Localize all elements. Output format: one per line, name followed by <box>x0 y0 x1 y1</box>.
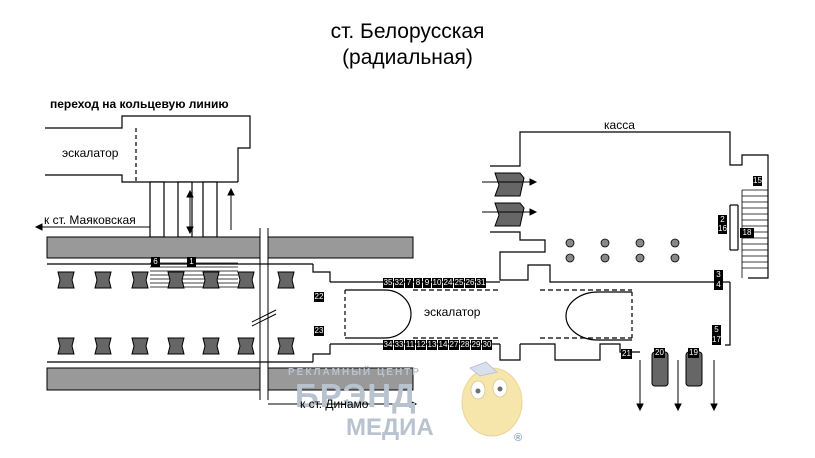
vestibule-columns <box>565 238 680 263</box>
transfer-corridors <box>149 181 218 238</box>
platform-columns-lower <box>57 337 295 355</box>
track-platform-left <box>46 228 414 400</box>
exit-number: 10 <box>432 278 442 288</box>
platform-column <box>131 337 149 355</box>
exit-number: 33 <box>394 340 404 350</box>
exit-number: 5 <box>712 325 721 335</box>
exit-number: 20 <box>654 348 665 358</box>
platform-column <box>131 271 149 289</box>
station-title: ст. Белорусская <box>330 20 485 43</box>
station-subtitle: (радиальная) <box>342 46 473 69</box>
exit-number: 27 <box>449 340 459 350</box>
exit-number: 7 <box>405 278 413 288</box>
exit-number: 17 <box>712 335 721 345</box>
platform-column <box>57 271 75 289</box>
entry-cars <box>494 172 703 387</box>
exit-number: 28 <box>460 340 470 350</box>
platform-column <box>57 337 75 355</box>
entry-arrows <box>482 178 718 412</box>
exit-number: 1 <box>187 257 196 267</box>
exit-number: 2 <box>718 215 727 225</box>
dinamo-arrow <box>268 400 418 408</box>
vestibule-walls <box>490 131 769 361</box>
exit-number: 35 <box>383 278 393 288</box>
platform-column <box>202 271 220 289</box>
stair-hatching <box>150 262 238 288</box>
mayakovskaya-label: к ст. Маяковская <box>44 213 136 227</box>
platform-column <box>277 337 295 355</box>
exit-number: 25 <box>454 278 464 288</box>
platform-column <box>202 337 220 355</box>
exit-number: 12 <box>416 340 426 350</box>
exit-number: 31 <box>476 278 486 288</box>
exit-number: 21 <box>621 349 632 359</box>
right-escalator <box>540 289 633 341</box>
exit-number: 3 <box>714 270 723 280</box>
exit-number: 15 <box>753 176 762 186</box>
exit-number: 23 <box>314 326 324 336</box>
platform-columns-upper <box>57 271 295 289</box>
platform-column <box>94 271 112 289</box>
corridor-arrows <box>186 187 235 235</box>
mayakovskaya-arrow <box>34 223 150 231</box>
watermark-registered: ® <box>514 432 523 444</box>
watermark-line1: РЕКЛАМНЫЙ ЦЕНТР <box>288 367 421 378</box>
exit-number: 24 <box>443 278 453 288</box>
exit-number: 8 <box>414 278 422 288</box>
watermark-mascot <box>461 361 523 437</box>
exit-number: 34 <box>383 340 393 350</box>
platform-column <box>167 271 185 289</box>
platform-column <box>237 337 255 355</box>
exit-number: 6 <box>151 257 160 267</box>
escalator-middle-label: эскалатор <box>424 305 481 319</box>
exit-number: 29 <box>471 340 481 350</box>
exit-number: 22 <box>314 292 324 302</box>
exit-number: 13 <box>427 340 437 350</box>
escalator-top-label: эскалатор <box>62 146 119 160</box>
exit-number: 14 <box>438 340 448 350</box>
exit-number: 18 <box>740 228 754 238</box>
exit-number: 32 <box>394 278 404 288</box>
exit-number: 11 <box>405 340 415 350</box>
stairs-right <box>741 189 768 278</box>
exit-number: 30 <box>482 340 492 350</box>
transfer-label: переход на кольцевую линию <box>50 97 229 111</box>
dinamo-label: к ст. Динамо <box>300 397 369 411</box>
platform-column <box>94 337 112 355</box>
exit-number: 16 <box>718 224 727 234</box>
exit-number: 9 <box>423 278 431 288</box>
exit-number: 4 <box>714 280 723 290</box>
platform-column <box>237 271 255 289</box>
exit-number: 19 <box>688 348 699 358</box>
platform-column <box>277 271 295 289</box>
watermark-line3: МЕДИА <box>346 414 434 441</box>
watermark-line2: БРЭНД <box>295 377 417 414</box>
platform-column <box>167 337 185 355</box>
exit-number: 26 <box>465 278 475 288</box>
kassa-label: касса <box>604 118 635 132</box>
